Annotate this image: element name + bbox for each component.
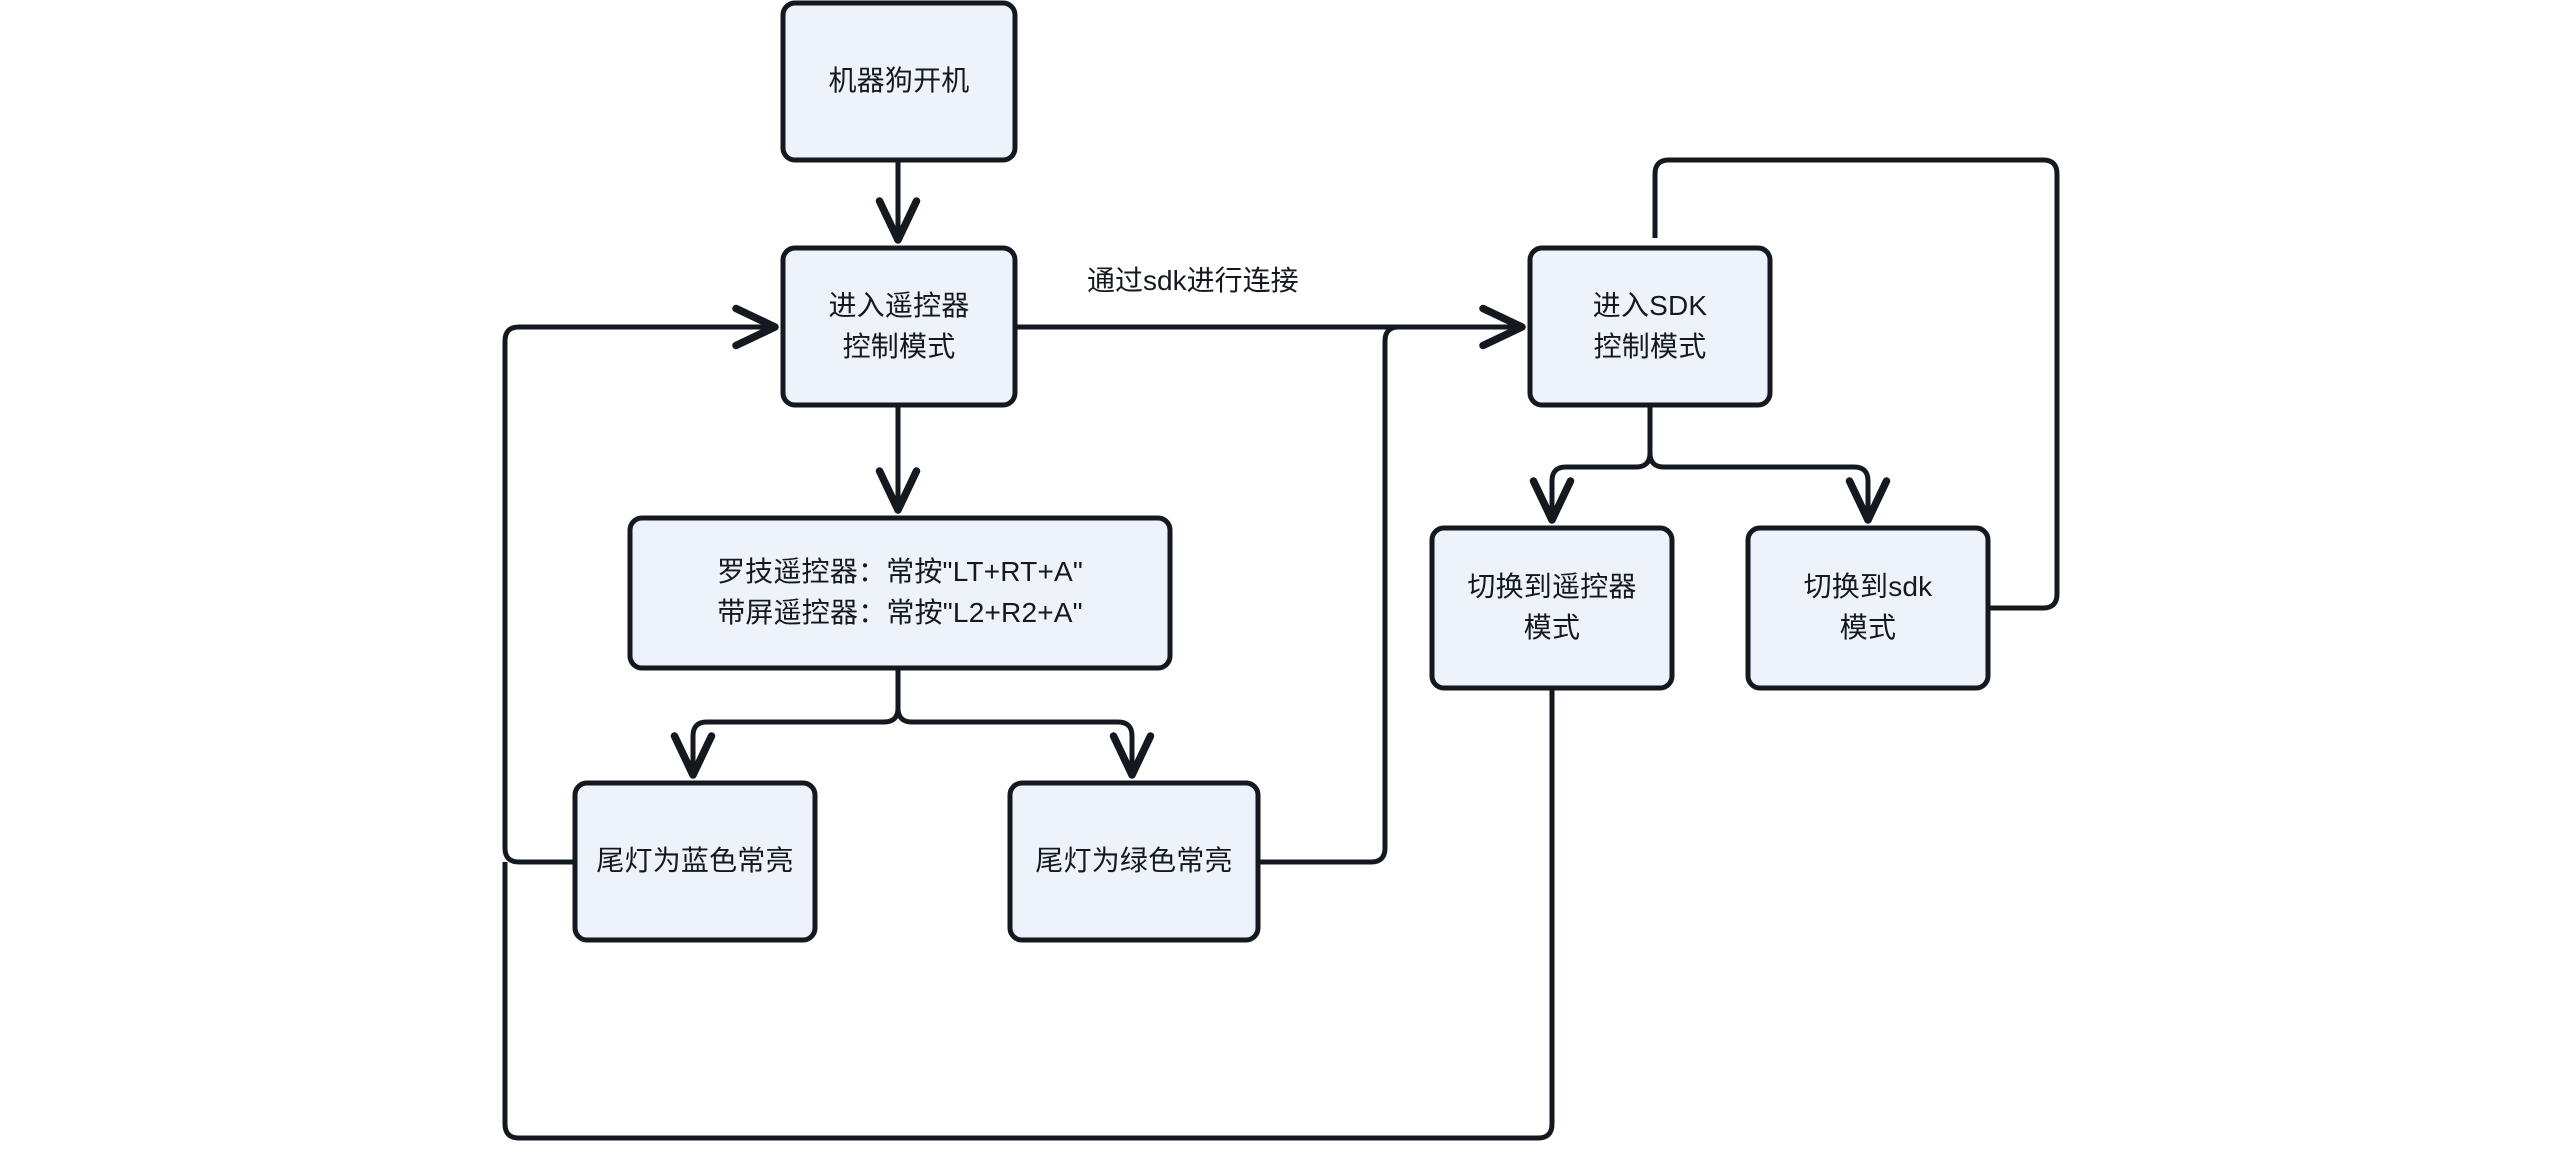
node-controller-shortcut[interactable] <box>627 515 1173 671</box>
nodes-layer <box>572 0 1991 943</box>
edge-controller-shortcut-to-taillight-green <box>895 670 1155 779</box>
node-taillight-green[interactable] <box>1007 780 1261 943</box>
node-power-on[interactable] <box>780 0 1018 163</box>
edge-controller-shortcut-to-taillight-blue <box>670 670 901 779</box>
edge-taillight-blue-to-remote-control-mode <box>502 304 779 865</box>
node-remote-control-mode[interactable] <box>780 245 1018 408</box>
edge-sdk-control-mode-to-switch-to-remote <box>1529 407 1653 524</box>
edges-layer <box>502 157 2060 1141</box>
edge-switch-to-sdk-to-sdk-control-mode <box>1652 157 2060 611</box>
node-switch-to-remote[interactable] <box>1429 525 1675 691</box>
node-switch-to-sdk[interactable] <box>1745 525 1991 691</box>
edge-sdk-control-mode-to-switch-to-sdk <box>1647 407 1891 524</box>
edge-switch-to-remote-to-remote-control-mode <box>502 690 1555 1141</box>
edge-taillight-green-to-sdk-control-mode <box>1260 324 1520 865</box>
edge-label-sdk-connect-label: 通过sdk进行连接 <box>1081 262 1305 300</box>
node-taillight-blue[interactable] <box>572 780 818 943</box>
node-sdk-control-mode[interactable] <box>1527 245 1773 408</box>
